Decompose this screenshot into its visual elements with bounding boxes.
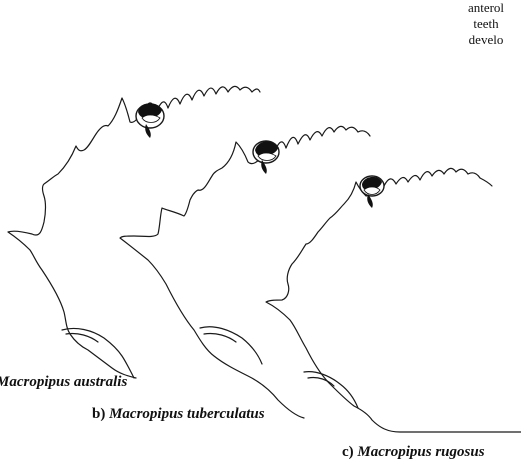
caption-letter-c: c) [342, 444, 354, 460]
drawing-macropipus-tuberculatus [120, 126, 370, 418]
drawing-macropipus-rugosus [266, 168, 521, 432]
caption-species-c: Macropipus rugosus [357, 444, 484, 460]
caption-macropipus-tuberculatus: b) Macropipus tuberculatus [92, 406, 265, 423]
caption-macropipus-australis: Macropipus australis [0, 374, 127, 391]
drawing-macropipus-australis [8, 86, 260, 378]
caption-macropipus-rugosus: c) Macropipus rugosus [342, 444, 485, 461]
caption-species-b: Macropipus tuberculatus [109, 406, 264, 422]
caption-letter-b: b) [92, 406, 105, 422]
caption-species-a: Macropipus australis [0, 374, 127, 390]
